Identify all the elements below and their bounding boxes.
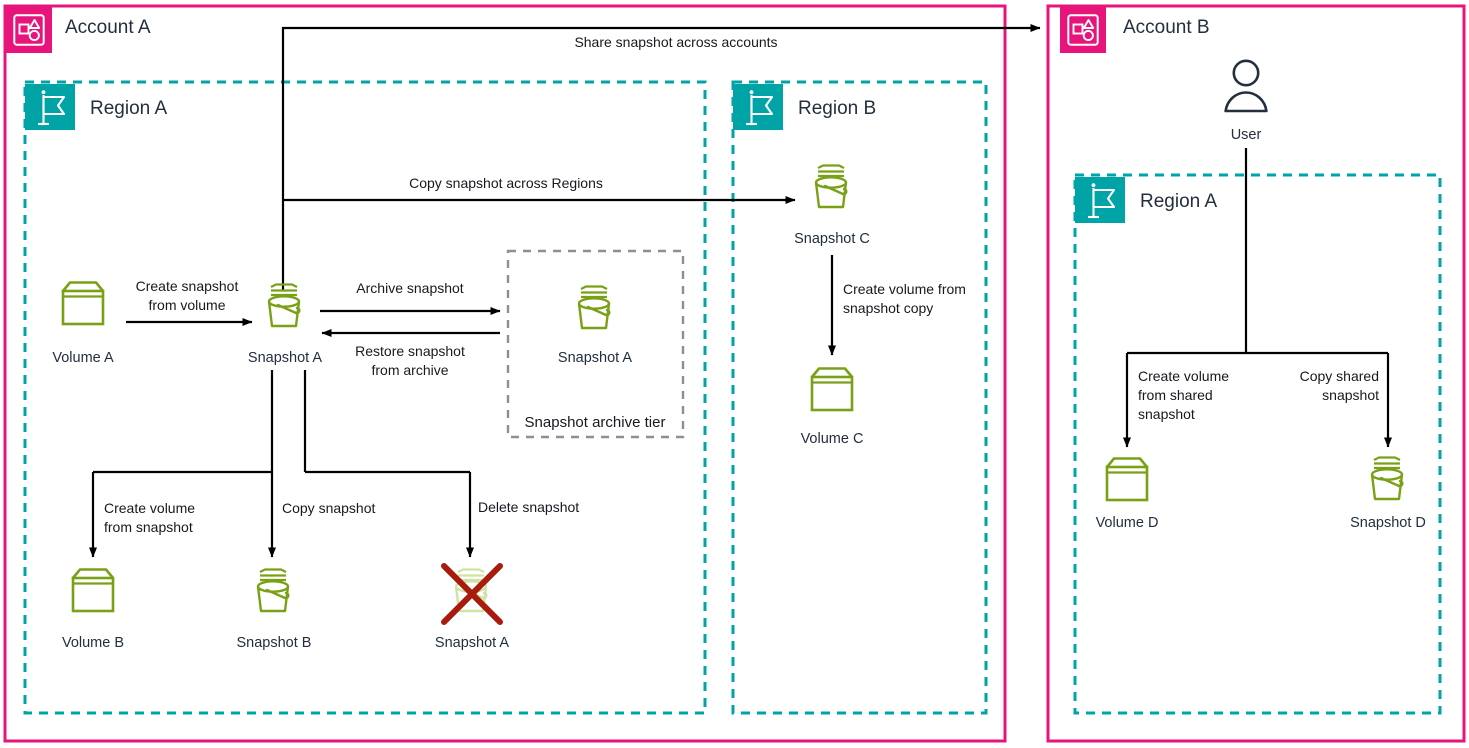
account-a-label: Account A [65,17,151,38]
node-volume-b: Volume B [62,568,124,651]
node-snapshot-a-archived: Snapshot A [558,285,632,366]
edge-restore-line1: Restore snapshot [355,343,465,359]
region-a-left-container: Region A [23,80,707,715]
edge-create-volume-shared-line1: Create volume [1138,368,1229,384]
node-snapshot-a-deleted-label: Snapshot A [435,635,509,651]
edge-create-snapshot-line1: Create snapshot [136,278,239,294]
edge-create-volume-line1: Create volume [104,500,195,516]
edge-delete-snapshot: Delete snapshot [466,472,579,558]
edge-copy-shared-line2: snapshot [1322,387,1379,403]
edge-create-snapshot-line2: from volume [148,297,225,313]
node-snapshot-d: Snapshot D [1350,456,1426,531]
edge-copy-across-regions-label: Copy snapshot across Regions [409,175,603,191]
node-snapshot-c-label: Snapshot C [794,231,870,247]
region-a-right-label: Region A [1140,191,1217,212]
node-snapshot-d-label: Snapshot D [1350,515,1426,531]
user-branch-connectors [1127,148,1388,355]
edge-copy-snapshot: Copy snapshot [268,472,376,558]
account-b-label: Account B [1123,17,1210,38]
snapshot-archive-tier-container: Snapshot archive tier [506,249,685,439]
node-snapshot-a: Snapshot A [248,283,322,366]
edge-archive-snapshot: Archive snapshot [320,280,501,315]
edge-copy-across-regions: Copy snapshot across Regions [283,171,796,204]
region-flag-icon [25,84,75,130]
node-volume-c-label: Volume C [801,431,864,447]
edge-restore-from-archive: Restore snapshot from archive [321,329,500,378]
edge-delete-snapshot-label: Delete snapshot [478,499,579,515]
node-snapshot-b: Snapshot B [237,568,312,651]
node-volume-d: Volume D [1096,457,1159,531]
edge-archive-snapshot-label: Archive snapshot [356,280,464,296]
node-snapshot-c: Snapshot C [794,164,870,247]
edge-create-volume-copy-line1: Create volume from [843,281,966,297]
region-a-right-container: Region A [1073,173,1442,715]
snapshot-archive-tier-label: Snapshot archive tier [525,414,666,431]
node-snapshot-a-archived-label: Snapshot A [558,350,632,366]
region-a-left-label: Region A [90,98,167,119]
region-flag-icon [1075,177,1125,223]
node-volume-a-label: Volume A [52,350,114,366]
node-snapshot-a-deleted: Snapshot A [435,563,509,651]
node-volume-c: Volume C [801,367,864,447]
edge-create-volume-from-snapshot-copy: Create volume from snapshot copy [828,255,966,356]
edge-create-snapshot-from-volume: Create snapshot from volume [126,278,253,326]
edge-create-volume-line2: from snapshot [104,519,193,535]
delete-cross-icon [441,563,503,625]
edge-create-volume-shared-line2: from shared [1138,387,1213,403]
edge-create-volume-shared-line3: snapshot [1138,406,1195,422]
snapshot-a-branch-connectors [93,370,470,474]
edge-create-volume-from-shared-snapshot: Create volume from shared snapshot [1123,353,1229,448]
node-user-label: User [1231,127,1262,143]
node-user: User [1224,59,1268,143]
region-flag-icon [733,84,783,130]
edge-copy-snapshot-label: Copy snapshot [282,500,376,516]
node-snapshot-b-label: Snapshot B [237,635,312,651]
node-volume-b-label: Volume B [62,635,124,651]
account-b-container: Account B [1046,4,1466,743]
edge-create-volume-from-snapshot: Create volume from snapshot [89,472,195,558]
account-a-container: Account A [3,4,1007,743]
edge-share-across-accounts: Share snapshot across accounts [281,24,1041,290]
node-snapshot-a-label: Snapshot A [248,350,322,366]
node-volume-a: Volume A [52,281,114,366]
region-b-container: Region B [731,80,988,715]
edge-restore-line2: from archive [371,362,448,378]
edge-copy-shared-line1: Copy shared [1300,368,1379,384]
region-b-label: Region B [798,98,876,119]
node-volume-d-label: Volume D [1096,515,1159,531]
edge-create-volume-copy-line2: snapshot copy [843,300,933,316]
edge-copy-shared-snapshot: Copy shared snapshot [1300,353,1392,448]
edge-share-across-accounts-label: Share snapshot across accounts [574,34,777,50]
